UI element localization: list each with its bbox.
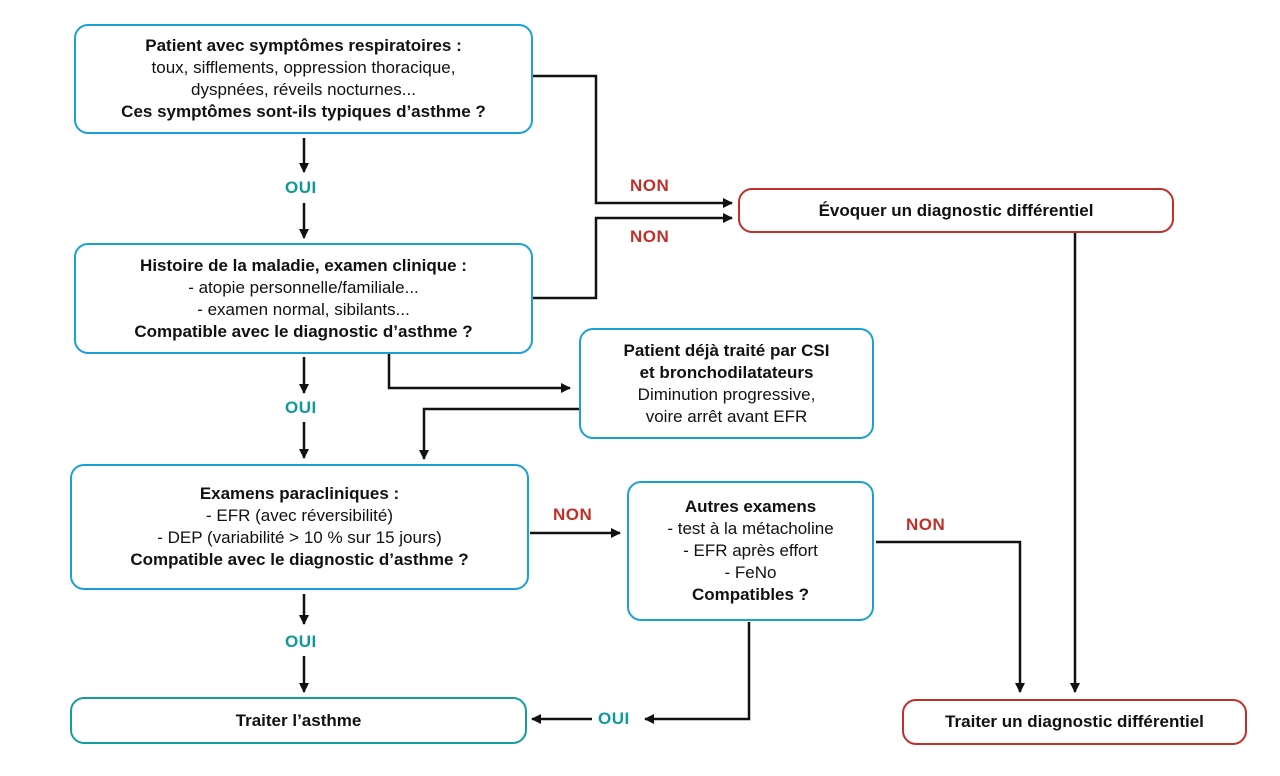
label-non-4: NON: [906, 515, 946, 534]
node-label: Traiter un diagnostic différentiel: [945, 712, 1204, 731]
node-line: Diminution progressive,: [637, 384, 816, 404]
label-oui-3: OUI: [285, 632, 317, 651]
node-line: - atopie personnelle/familiale...: [188, 277, 419, 297]
node-line: - DEP (variabilité > 10 % sur 15 jours): [157, 528, 442, 547]
node-question: Compatibles ?: [691, 585, 810, 604]
node-question: Compatible avec le diagnostic d’asthme ?: [134, 321, 473, 341]
label-oui-4: OUI: [598, 709, 630, 728]
arrow-other-non: [876, 540, 1025, 693]
node-other-exams: Autres examens - test à la métacholine -…: [627, 481, 874, 621]
node-differential: Évoquer un diagnostic différentiel: [738, 188, 1174, 233]
label-oui-2: OUI: [285, 398, 317, 417]
label-non-1: NON: [630, 176, 670, 195]
node-question: Ces symptômes sont-ils typiques d’asthme…: [121, 102, 486, 121]
node-paraclinical: Examens paracliniques : - EFR (avec réve…: [70, 464, 529, 590]
node-symptoms: Patient avec symptômes respiratoires : t…: [74, 24, 533, 134]
node-title: Examens paracliniques :: [199, 484, 400, 503]
node-line: - examen normal, sibilants...: [197, 299, 410, 319]
arrow-treated-paraclinical: [419, 407, 580, 460]
node-treated: Patient déjà traité par CSI et bronchodi…: [579, 328, 874, 439]
label-non-3: NON: [553, 505, 593, 524]
node-line: - test à la métacholine: [667, 519, 834, 538]
node-question: Compatible avec le diagnostic d’asthme ?: [130, 550, 469, 569]
node-treat-asthma: Traiter l’asthme: [70, 697, 527, 744]
node-title: Autres examens: [684, 497, 817, 516]
node-line: - EFR (avec réversibilité): [205, 506, 394, 525]
node-line: - FeNo: [724, 563, 777, 582]
arrow-history-treated: [387, 352, 571, 393]
node-line: toux, sifflements, oppression thoracique…: [151, 58, 456, 77]
node-title: Histoire de la maladie, examen clinique …: [140, 255, 467, 275]
node-treat-differential: Traiter un diagnostic différentiel: [902, 699, 1247, 745]
node-title: et bronchodilatateurs: [639, 362, 814, 382]
node-title: Patient avec symptômes respiratoires :: [145, 36, 462, 55]
arrow-history-non: [532, 213, 733, 300]
arrow-symptoms-non: [532, 74, 733, 208]
node-title: Patient déjà traité par CSI: [623, 340, 830, 360]
node-label: Évoquer un diagnostic différentiel: [818, 200, 1094, 220]
arrow-other-oui: [644, 622, 751, 724]
node-line: - EFR après effort: [683, 541, 818, 560]
node-history: Histoire de la maladie, examen clinique …: [74, 243, 533, 354]
node-line: dyspnées, réveils nocturnes...: [191, 80, 416, 99]
label-oui-1: OUI: [285, 178, 317, 197]
label-non-2: NON: [630, 227, 670, 246]
node-label: Traiter l’asthme: [235, 710, 362, 730]
node-line: voire arrêt avant EFR: [645, 406, 808, 426]
